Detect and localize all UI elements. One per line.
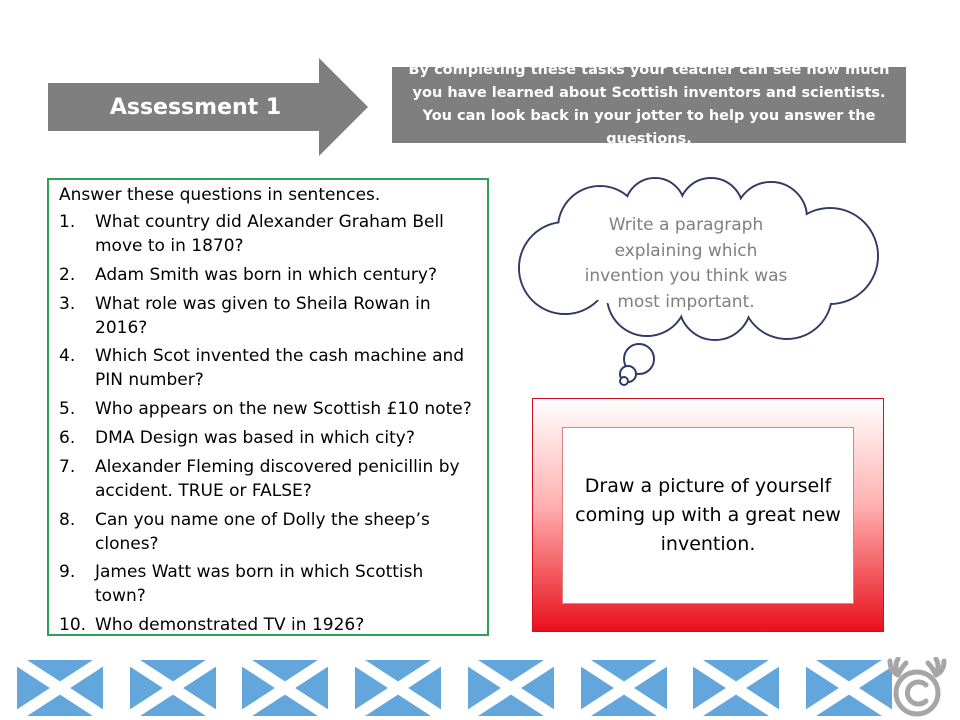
assessment-title: Assessment 1 xyxy=(109,94,282,120)
question-item: 7. Alexander Fleming discovered penicilli… xyxy=(59,455,479,503)
question-text: Who appears on the new Scottish £10 note… xyxy=(95,399,472,420)
questions-panel: Answer these questions in sentences. 1. W… xyxy=(47,178,489,636)
saltire-flag-row xyxy=(17,660,897,716)
question-text: Who demonstrated TV in 1926? xyxy=(95,615,365,636)
questions-heading: Answer these questions in sentences. xyxy=(59,185,381,205)
question-item: 9. James Watt was born in which Scottish … xyxy=(59,560,479,608)
scottish-saltire-flag-icon xyxy=(17,660,103,716)
scottish-saltire-flag-icon xyxy=(242,660,329,716)
question-item: 4. Which Scot invented the cash machine a… xyxy=(59,344,479,392)
question-number: 4. xyxy=(59,346,76,367)
questions-list: 1. What country did Alexander Graham Bell… xyxy=(59,210,479,637)
question-number: 6. xyxy=(59,427,76,448)
question-number: 9. xyxy=(59,562,76,583)
question-item: 10. Who demonstrated TV in 1926? xyxy=(59,613,479,637)
question-text: What country did Alexander Graham Bell m… xyxy=(95,212,444,256)
question-text: Can you name one of Dolly the sheep’s cl… xyxy=(95,509,430,554)
thought-cloud-text: Write a paragraph explaining which inven… xyxy=(584,215,788,312)
question-text: Adam Smith was born in which century? xyxy=(95,264,437,285)
question-item: 8. Can you name one of Dolly the sheep’s … xyxy=(59,508,479,556)
question-number: 1. xyxy=(59,212,76,232)
scottish-saltire-flag-icon xyxy=(355,660,442,716)
scottish-saltire-flag-icon xyxy=(805,660,892,716)
question-number: 2. xyxy=(59,264,76,285)
question-number: 5. xyxy=(59,399,76,420)
question-number: 8. xyxy=(59,509,76,530)
question-item: 1. What country did Alexander Graham Bell… xyxy=(59,210,479,258)
question-number: 7. xyxy=(59,456,76,477)
question-text: What role was given to Sheila Rowan in 2… xyxy=(95,293,431,338)
question-text: Alexander Fleming discovered penicillin … xyxy=(95,456,460,501)
question-text: James Watt was born in which Scottish to… xyxy=(95,562,424,607)
scottish-saltire-flag-icon xyxy=(467,660,554,716)
question-text: Which Scot invented the cash machine and… xyxy=(95,346,465,391)
thought-cloud-icon xyxy=(518,177,879,386)
question-number: 3. xyxy=(59,293,76,314)
instructions-banner: By completing these tasks your teacher c… xyxy=(392,62,906,147)
moose-copyright-logo-icon xyxy=(887,657,947,717)
drawing-task-text: Draw a picture of yourself coming up wit… xyxy=(562,427,854,604)
scottish-saltire-flag-icon xyxy=(129,660,216,716)
question-item: 3. What role was given to Sheila Rowan in… xyxy=(59,292,479,340)
question-item: 2. Adam Smith was born in which century? xyxy=(59,263,479,287)
question-item: 5. Who appears on the new Scottish £10 no… xyxy=(59,397,479,421)
scottish-saltire-flag-icon xyxy=(580,660,667,716)
assessment-arrow xyxy=(48,58,368,156)
question-number: 10. xyxy=(59,615,87,636)
scottish-saltire-flag-icon xyxy=(693,660,780,716)
question-item: 6. DMA Design was based in which city? xyxy=(59,426,479,450)
question-text: DMA Design was based in which city? xyxy=(95,427,415,448)
